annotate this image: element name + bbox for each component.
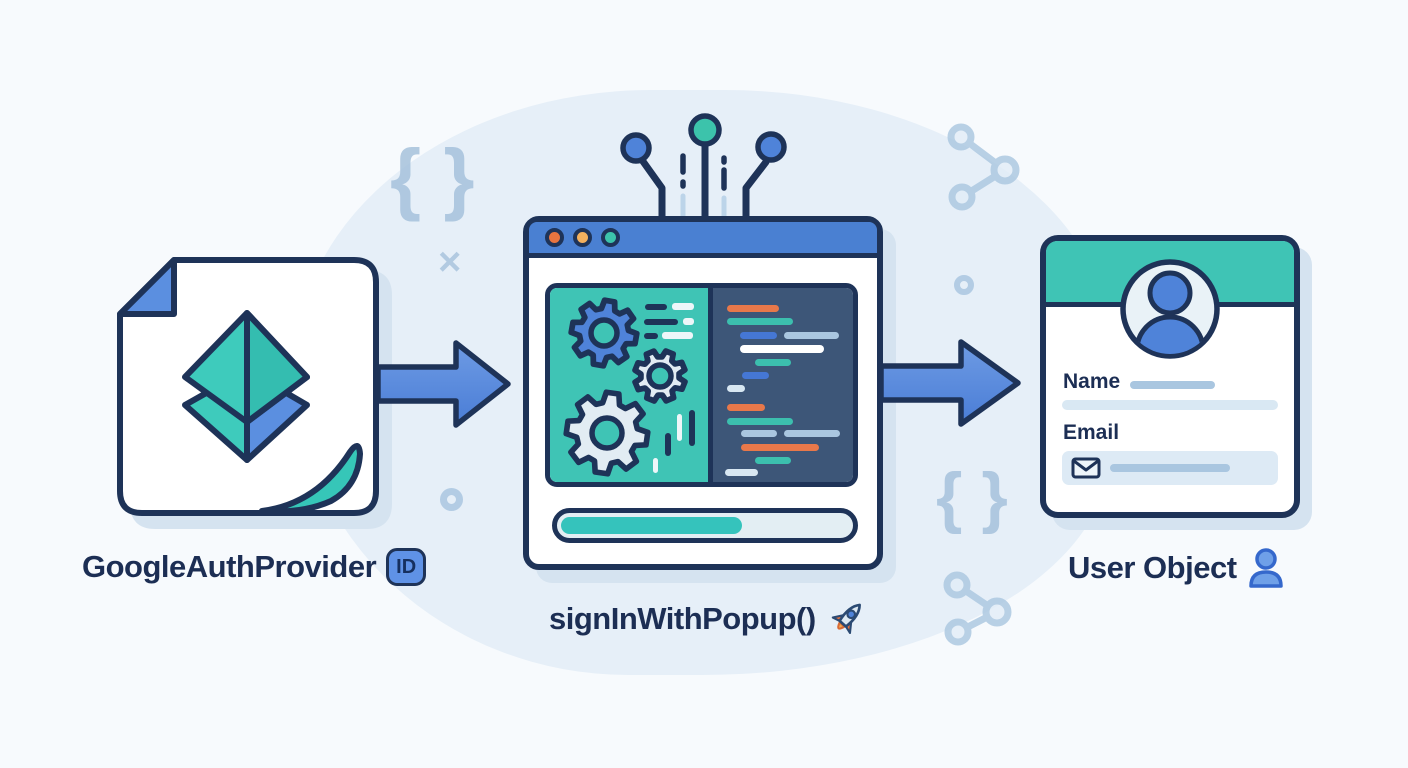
envelope-icon xyxy=(1071,457,1101,479)
document-fold-corner xyxy=(117,257,177,317)
gear-small-icon xyxy=(627,343,693,409)
progress-bar xyxy=(552,508,858,543)
name-field-line xyxy=(1062,400,1278,410)
code-line xyxy=(754,359,791,366)
ring-decoration-right xyxy=(954,275,974,295)
text-dash xyxy=(662,332,693,339)
popup-label: signInWithPopup() xyxy=(549,601,816,636)
code-line xyxy=(740,430,777,437)
arrow-provider-to-popup xyxy=(375,340,511,428)
email-field-label: Email xyxy=(1063,421,1120,444)
maximize-dot-icon xyxy=(601,228,620,247)
browser-window xyxy=(523,216,883,570)
text-dash xyxy=(683,318,694,325)
minimize-dot-icon xyxy=(573,228,592,247)
share-nodes-icon-top xyxy=(947,123,1020,211)
code-line xyxy=(726,318,793,325)
code-line xyxy=(741,372,769,379)
code-line xyxy=(739,332,777,339)
text-dash xyxy=(645,304,667,310)
bar-dash xyxy=(653,458,658,473)
bar-dash xyxy=(689,410,695,446)
gear-large-icon xyxy=(561,387,652,478)
code-line xyxy=(739,345,824,353)
cross-decoration: × xyxy=(438,240,462,284)
code-line xyxy=(726,305,779,312)
gear-blue-icon xyxy=(566,295,641,370)
text-dash xyxy=(672,303,694,310)
progress-fill xyxy=(561,517,743,534)
bar-dash xyxy=(665,433,671,456)
code-line xyxy=(726,385,745,392)
name-field-label: Name xyxy=(1063,370,1121,393)
name-value-line xyxy=(1130,381,1215,389)
email-value-line xyxy=(1110,464,1230,472)
diamond-logo xyxy=(182,310,310,463)
gears-panel xyxy=(550,288,708,482)
text-dash xyxy=(644,333,658,339)
provider-document-icon xyxy=(117,257,379,516)
browser-content-panels xyxy=(545,283,858,487)
user-object-label: User Object xyxy=(1068,550,1237,585)
user-card: Name Email xyxy=(1040,235,1300,518)
code-line xyxy=(726,404,765,411)
window-controls xyxy=(545,228,620,247)
id-badge-icon: ID xyxy=(386,548,427,586)
email-field xyxy=(1062,451,1278,485)
arrow-popup-to-user xyxy=(878,339,1021,427)
bar-dash xyxy=(677,414,682,441)
code-line xyxy=(783,430,840,437)
rocket-icon xyxy=(831,603,861,635)
person-icon xyxy=(1248,548,1283,588)
browser-titlebar xyxy=(529,222,877,258)
document-curl-corner xyxy=(259,443,363,515)
close-dot-icon xyxy=(545,228,564,247)
code-panel xyxy=(707,288,853,482)
code-line xyxy=(724,469,758,476)
code-line xyxy=(740,444,819,451)
provider-label: GoogleAuthProvider xyxy=(82,549,377,584)
ring-decoration-left xyxy=(440,488,463,511)
braces-decoration-bottom-right: { } xyxy=(936,459,1008,535)
avatar-person-icon xyxy=(1120,259,1220,359)
code-line xyxy=(726,418,793,425)
share-nodes-icon-bottom xyxy=(943,571,1012,646)
circuit-traces xyxy=(620,113,787,224)
code-line xyxy=(783,332,839,339)
gears-illustration xyxy=(550,288,708,482)
text-dash xyxy=(644,319,678,325)
code-line xyxy=(754,457,791,464)
braces-decoration-top-left: { } xyxy=(390,133,475,222)
